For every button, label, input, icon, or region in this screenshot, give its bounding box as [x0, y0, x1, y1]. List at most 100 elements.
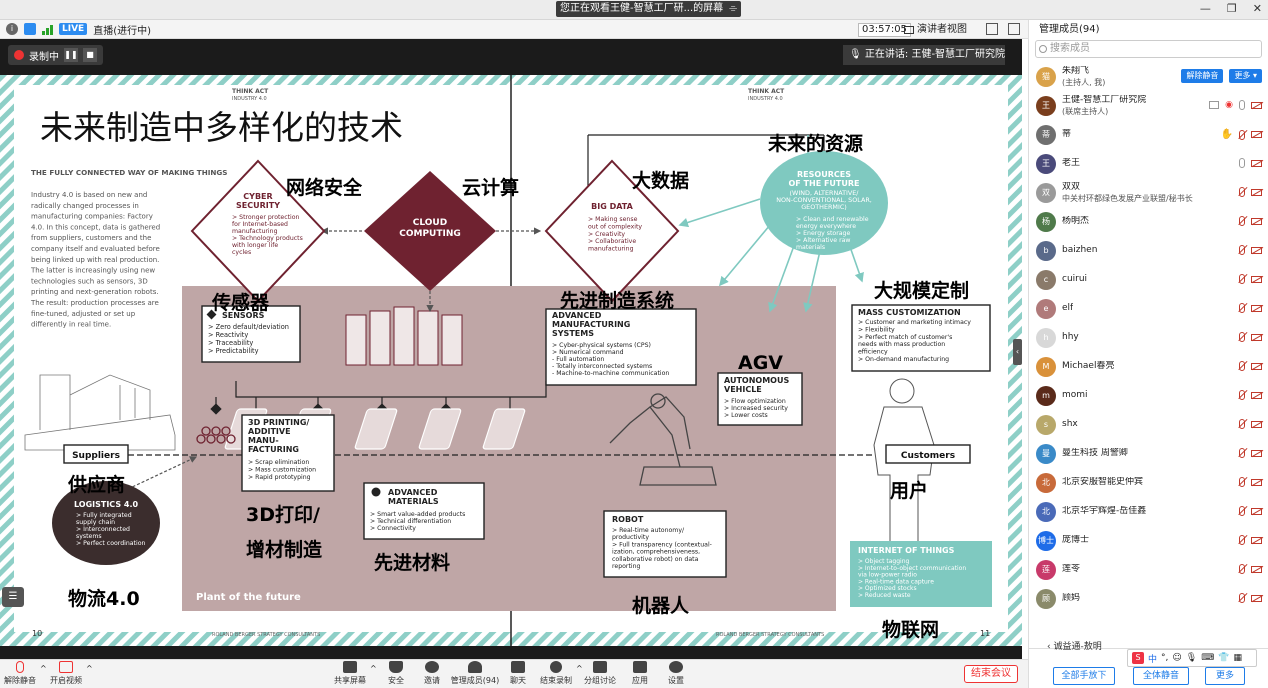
video-off-icon[interactable]	[1251, 101, 1262, 109]
close-icon[interactable]: ✕	[1252, 2, 1262, 15]
ime-punct-icon[interactable]: °,	[1161, 653, 1169, 663]
video-options-chevron-icon[interactable]: ^	[86, 664, 93, 673]
invite-button[interactable]: 邀请	[412, 661, 452, 686]
video-off-icon[interactable]	[1251, 246, 1262, 254]
unmute-button[interactable]: 解除静音	[0, 661, 40, 686]
sidebar-toggle-icon[interactable]	[1008, 23, 1020, 35]
member-row[interactable]: 曼曼生科技 周警卿	[1029, 439, 1268, 468]
stop-recording-button[interactable]: ■	[83, 48, 97, 62]
chat-button[interactable]: 聊天	[498, 661, 538, 686]
mic-muted-icon[interactable]	[1239, 129, 1245, 140]
share-options-chevron-icon[interactable]: ^	[370, 664, 377, 673]
video-off-icon[interactable]	[1251, 188, 1262, 196]
mic-muted-icon[interactable]	[1239, 477, 1245, 487]
security-shield-icon[interactable]	[24, 23, 36, 35]
share-banner[interactable]: 您正在观看王健-智慧工厂研...的屏幕 ⌯	[556, 1, 742, 17]
more-options-button[interactable]: 更多	[1205, 667, 1245, 685]
banner-menu-icon[interactable]: ⌯	[729, 3, 738, 14]
security-button[interactable]: 安全	[376, 661, 416, 686]
video-off-icon[interactable]	[1251, 333, 1262, 341]
video-off-icon[interactable]	[1251, 217, 1262, 225]
stop-recording-toolbar-button[interactable]: 结束录制	[536, 661, 576, 686]
mic-muted-icon[interactable]	[1239, 390, 1245, 400]
member-row[interactable]: 顾顾妈	[1029, 584, 1268, 613]
video-off-icon[interactable]	[1251, 536, 1262, 544]
list-menu-icon[interactable]: ☰	[2, 587, 24, 607]
video-off-icon[interactable]	[1251, 362, 1262, 370]
search-members-input[interactable]: 搜索成员	[1035, 40, 1262, 58]
pause-recording-button[interactable]: ❚❚	[64, 48, 78, 62]
video-off-icon[interactable]	[1251, 275, 1262, 283]
video-off-icon[interactable]	[1251, 304, 1262, 312]
ime-emoji-icon[interactable]: ☺	[1172, 653, 1182, 663]
mic-muted-icon[interactable]	[1239, 535, 1245, 545]
apps-button[interactable]: 应用	[620, 661, 660, 686]
member-row[interactable]: 双双双中关村环都绿色发展产业联盟/秘书长	[1029, 178, 1268, 207]
mic-muted-icon[interactable]	[1239, 419, 1245, 429]
fullscreen-icon[interactable]	[986, 23, 998, 35]
manage-members-button[interactable]: 管理成员(94)	[450, 661, 500, 686]
ime-grid-icon[interactable]: ▦	[1233, 653, 1242, 663]
view-mode-button[interactable]: 演讲者视图	[904, 23, 967, 37]
mic-muted-icon[interactable]	[1239, 448, 1245, 458]
mic-on-icon[interactable]	[1239, 158, 1245, 168]
mic-muted-icon[interactable]	[1239, 564, 1245, 574]
member-row[interactable]: 北北京华宇辉煌-岳佳鑫	[1029, 497, 1268, 526]
start-video-button[interactable]: 开启视频	[46, 661, 86, 686]
ime-skin-icon[interactable]: 👕	[1218, 653, 1230, 663]
info-icon[interactable]: i	[6, 23, 18, 35]
minimize-icon[interactable]: —	[1199, 2, 1211, 15]
member-row[interactable]: 王老王	[1029, 149, 1268, 178]
video-off-icon[interactable]	[1251, 420, 1262, 428]
video-off-icon[interactable]	[1251, 507, 1262, 515]
ime-chinese-icon[interactable]: 中	[1148, 654, 1158, 665]
video-off-icon[interactable]	[1251, 159, 1262, 167]
member-row[interactable]: 博士庞博士	[1029, 526, 1268, 555]
mic-muted-icon[interactable]	[1239, 187, 1245, 197]
audio-options-chevron-icon[interactable]: ^	[40, 664, 47, 673]
restore-icon[interactable]: ❐	[1226, 2, 1237, 15]
member-row[interactable]: 蒂蒂✋	[1029, 120, 1268, 149]
video-off-icon[interactable]	[1251, 391, 1262, 399]
ime-voice-icon[interactable]: 🎙	[1185, 653, 1198, 663]
mic-muted-icon[interactable]	[1239, 216, 1245, 226]
recording-options-chevron-icon[interactable]: ^	[576, 664, 583, 673]
settings-button[interactable]: 设置	[656, 661, 696, 686]
ime-toolbar[interactable]: S 中 °, ☺ 🎙 ⌨ 👕 ▦	[1127, 649, 1257, 667]
member-row[interactable]: 猫朱翔飞(主持人, 我)解除静音更多 ▾	[1029, 62, 1268, 91]
mic-on-icon[interactable]	[1239, 100, 1245, 110]
video-off-icon[interactable]	[1251, 478, 1262, 486]
video-off-icon[interactable]	[1251, 449, 1262, 457]
ime-s-icon[interactable]: S	[1132, 652, 1144, 664]
end-meeting-button[interactable]: 结束会议	[964, 665, 1018, 683]
mic-muted-icon[interactable]	[1239, 332, 1245, 342]
collapse-panel-icon[interactable]: ‹	[1013, 339, 1022, 365]
mic-muted-icon[interactable]	[1239, 303, 1245, 313]
member-row[interactable]: 杨杨明杰	[1029, 207, 1268, 236]
mic-muted-icon[interactable]	[1239, 506, 1245, 516]
lower-all-hands-button[interactable]: 全部手放下	[1053, 667, 1115, 685]
breakout-rooms-button[interactable]: 分组讨论	[580, 661, 620, 686]
member-more-button[interactable]: 更多 ▾	[1229, 69, 1262, 83]
unmute-member-button[interactable]: 解除静音	[1181, 69, 1224, 83]
member-row[interactable]: 王王健-智慧工厂研究院(联席主持人)◉	[1029, 91, 1268, 120]
mic-muted-icon[interactable]	[1239, 361, 1245, 371]
video-off-icon[interactable]	[1251, 594, 1262, 602]
mic-muted-icon[interactable]	[1239, 593, 1245, 603]
mute-all-button[interactable]: 全体静音	[1133, 667, 1189, 685]
signal-strength-icon[interactable]	[42, 24, 53, 35]
share-screen-button[interactable]: 共享屏幕	[330, 661, 370, 686]
member-row[interactable]: 莲莲苓	[1029, 555, 1268, 584]
raised-hand-icon[interactable]: ✋	[1220, 129, 1233, 140]
video-off-icon[interactable]	[1251, 565, 1262, 573]
member-row[interactable]: 北北京安服智能史仲宾	[1029, 468, 1268, 497]
video-off-icon[interactable]	[1251, 131, 1262, 138]
mic-muted-icon[interactable]	[1239, 274, 1245, 284]
